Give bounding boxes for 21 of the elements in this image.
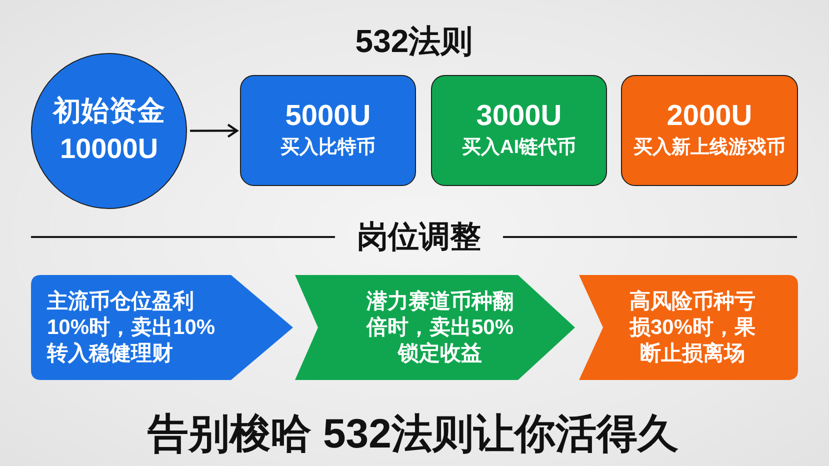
process-step: [31, 275, 293, 380]
step-text: 主流币仓位盈利10%时，卖出10%转入稳健理财: [47, 288, 216, 366]
allocation-box: [621, 75, 798, 186]
section-heading: 岗位调整: [357, 218, 481, 256]
allocation-box: [431, 75, 607, 186]
action-text: 买入新上线游戏币: [634, 136, 786, 160]
amount-text: 3000U: [476, 99, 562, 134]
amount-text: 5000U: [285, 99, 371, 134]
arrow: [190, 124, 238, 138]
process-step: [295, 275, 575, 380]
step-text: 潜力赛道币种翻倍时，卖出50%锁定收益: [365, 288, 515, 366]
step-text: 高风险币种亏损30%时，果断止损离场: [628, 288, 756, 366]
action-text: 买入比特币: [280, 136, 376, 160]
allocation-box: [240, 75, 416, 186]
action-text: 买入AI链代币: [462, 136, 576, 160]
capital-amount: 10000U: [60, 132, 158, 166]
process-step: [579, 275, 798, 380]
title: 532法则: [355, 22, 473, 61]
slogan-text: 告别梭哈 532法则让你活得久: [148, 410, 678, 458]
amount-text: 2000U: [666, 99, 752, 134]
capital-label: 初始资金: [53, 94, 165, 128]
